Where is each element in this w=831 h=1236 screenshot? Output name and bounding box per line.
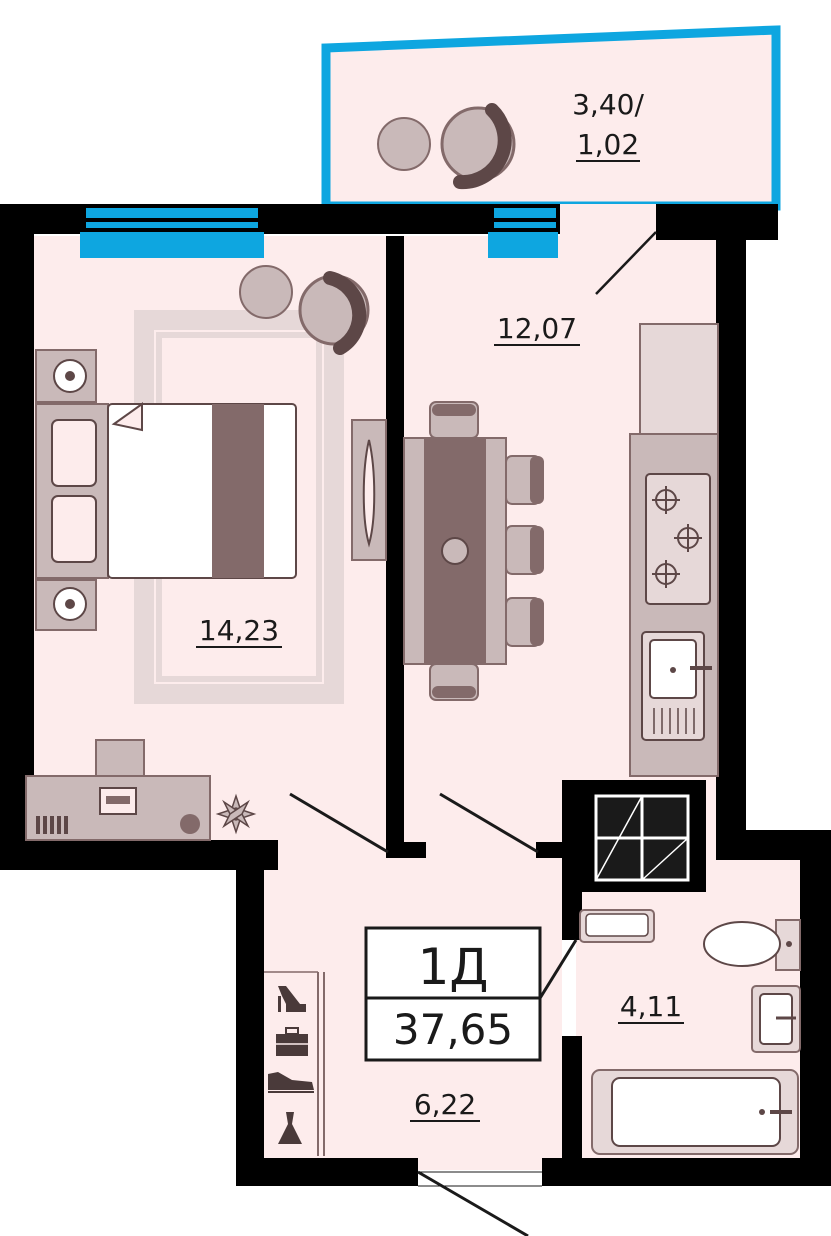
- burner-icons: [652, 486, 702, 588]
- balcony-door: [560, 204, 656, 260]
- hall-area: 6,22: [414, 1088, 476, 1121]
- kitchen-window: [488, 232, 558, 258]
- kitchen-chairs: [505, 455, 544, 647]
- vent-shaft: [594, 794, 690, 882]
- balcony-stool: [377, 117, 431, 171]
- hall-furniture: [264, 971, 325, 1156]
- bathroom-area: 4,11: [620, 990, 682, 1023]
- room-labels: 3,40/ 1,02 12,07 14,23 6,22 4,11: [196, 88, 684, 1122]
- bed: [107, 403, 297, 579]
- bedroom-area: 14,23: [199, 614, 279, 647]
- fridge: [639, 323, 719, 435]
- balcony-chair-back: [453, 103, 512, 190]
- heel-shoe-icon: [278, 986, 306, 1012]
- dress-icon: [278, 1112, 302, 1144]
- sneaker-icon: [268, 1072, 314, 1093]
- briefcase-icon: [276, 1027, 308, 1056]
- windows: [80, 204, 657, 295]
- balcony-area-line1: 3,40/: [572, 88, 644, 121]
- desk-lamp-icon: [180, 814, 200, 834]
- kitchen-area: 12,07: [497, 312, 577, 345]
- balcony: [321, 25, 781, 211]
- monitor: [95, 739, 145, 777]
- unit-total-area: 37,65: [393, 1005, 513, 1054]
- plant-icon: [215, 793, 257, 835]
- unit-type-label: 1Д: [418, 938, 489, 996]
- kitchen-furniture: [403, 323, 719, 777]
- bedroom-furniture: [25, 265, 387, 841]
- bedroom-window: [80, 232, 264, 258]
- books-icon: [36, 816, 68, 834]
- table-vase: [441, 537, 469, 565]
- bathroom-furniture: [579, 909, 801, 1155]
- balcony-area-line2: 1,02: [577, 128, 639, 161]
- unit-badge: 1Д 37,65: [364, 926, 542, 1062]
- bedroom-stool: [239, 265, 293, 319]
